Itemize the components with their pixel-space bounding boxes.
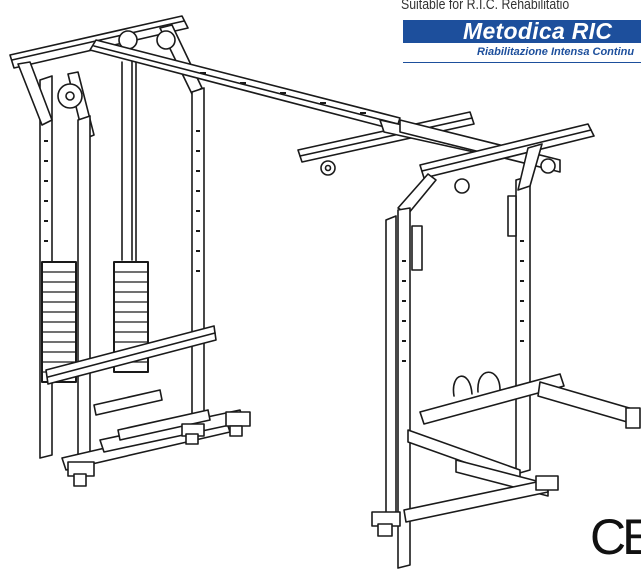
right-station: [371, 123, 641, 569]
adjustment-holes: [44, 72, 524, 362]
ce-mark: CE: [590, 509, 641, 565]
metodica-ric-logo: Metodica RIC Riabilitazione Intensa Cont…: [403, 20, 641, 70]
logo-tagline: Riabilitazione Intensa Continu: [477, 46, 635, 58]
logo-band: [403, 20, 641, 43]
left-station: [9, 15, 251, 487]
suitable-for-caption: Suitable for R.I.C. Rehabilitatio: [401, 0, 570, 13]
logo-underline: [403, 62, 641, 63]
logo-brand-name: Metodica RIC: [463, 20, 613, 44]
